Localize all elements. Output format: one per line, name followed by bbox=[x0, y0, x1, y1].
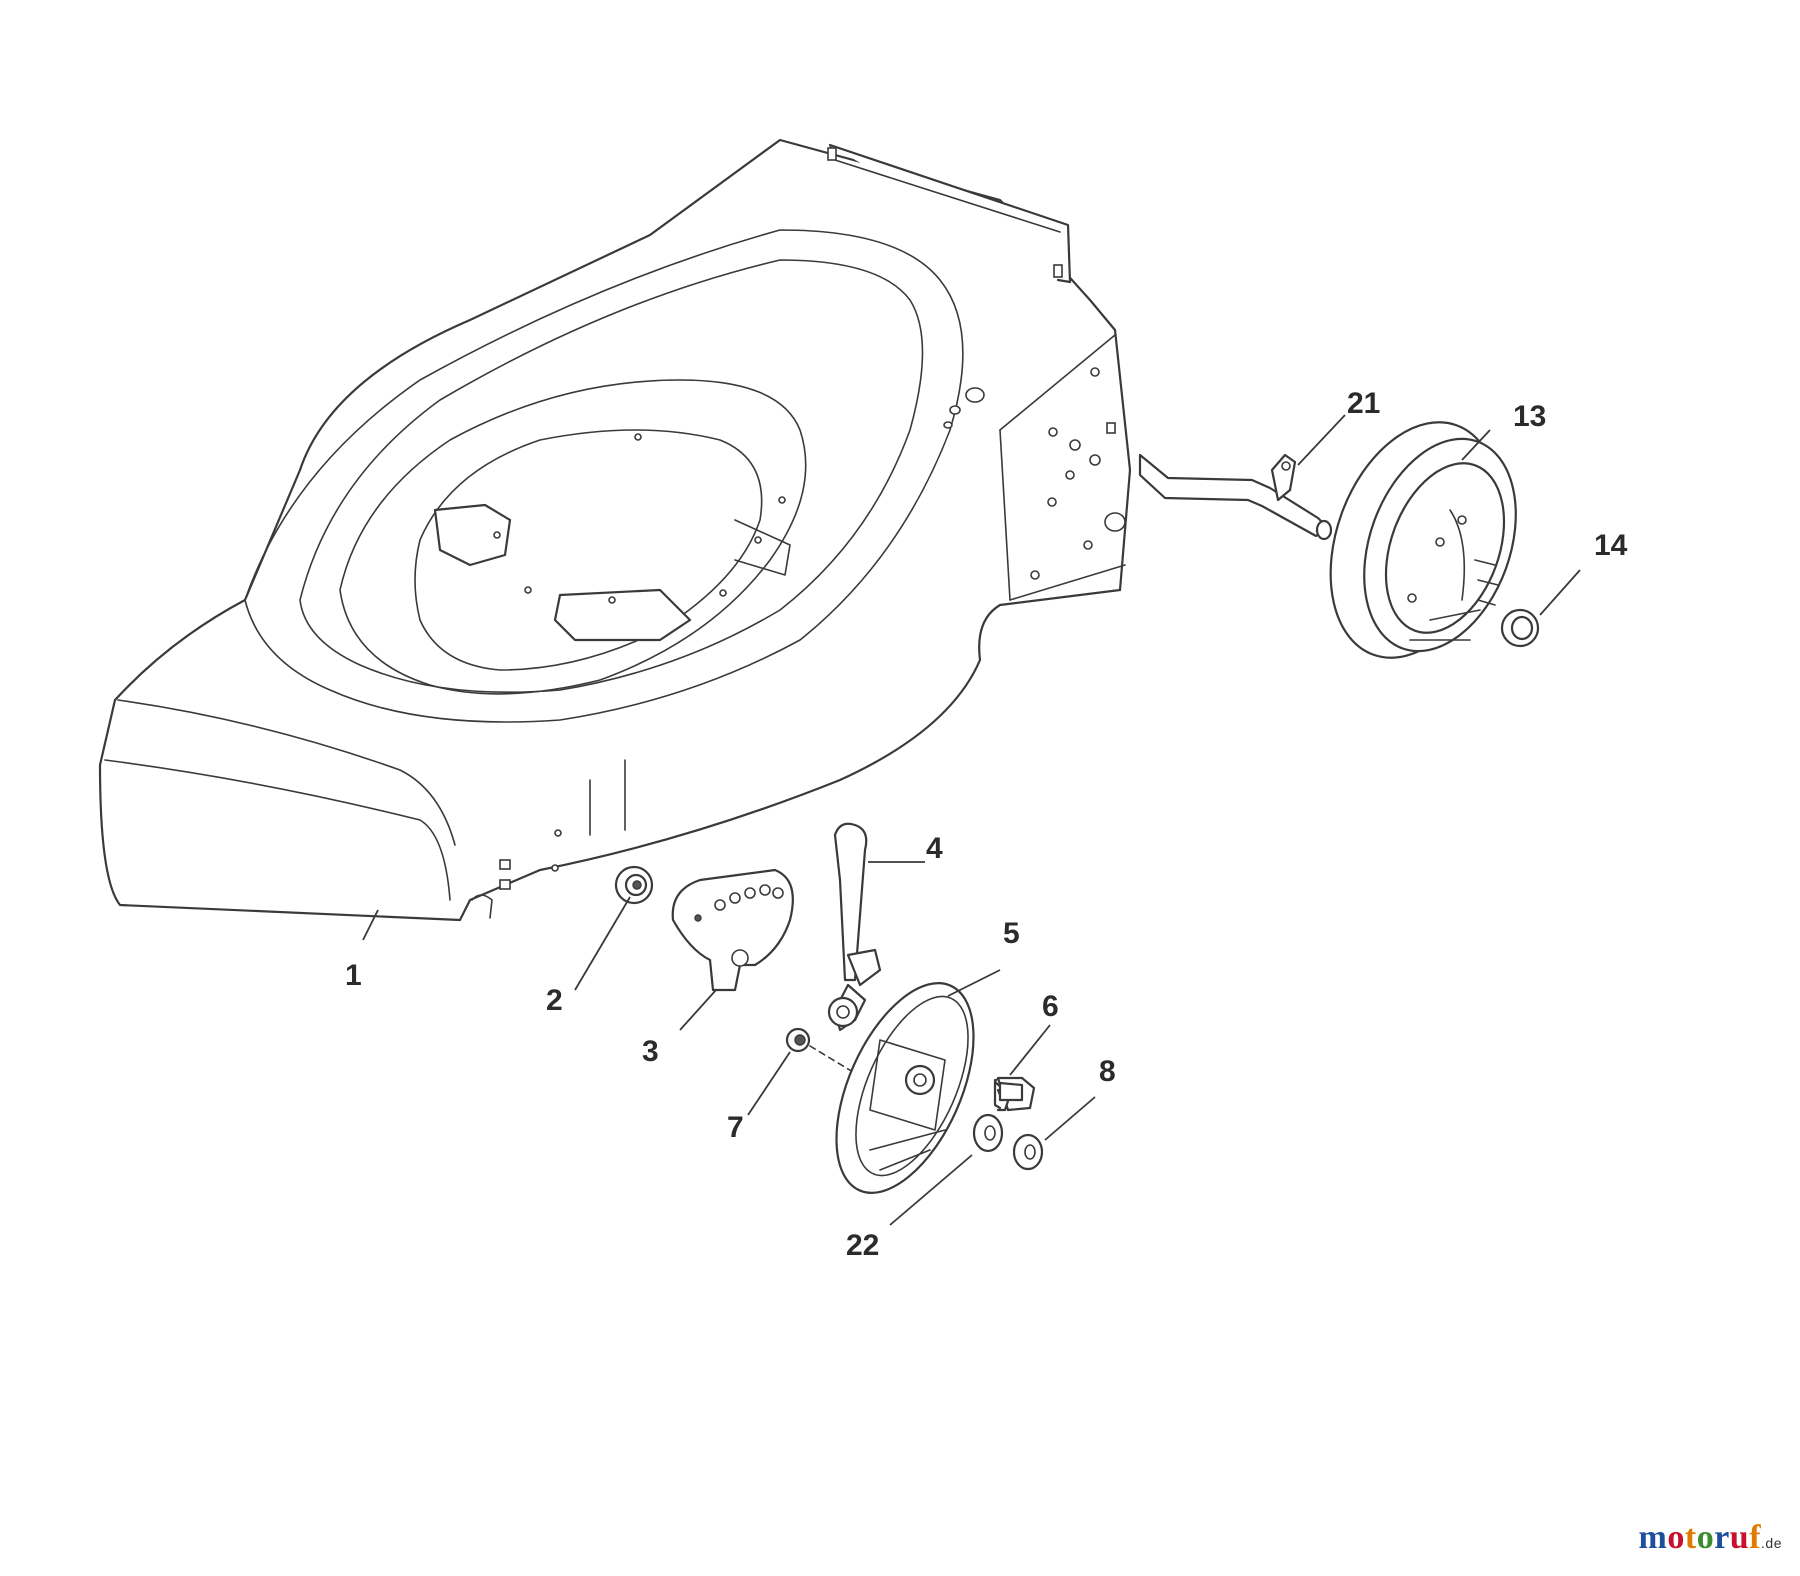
watermark-letter-r: r bbox=[1714, 1519, 1730, 1556]
leader-6 bbox=[1009, 1024, 1051, 1076]
rear-wheel bbox=[1329, 421, 1517, 659]
leader-8 bbox=[1044, 1096, 1096, 1141]
watermark-suffix: .de bbox=[1761, 1535, 1782, 1551]
leader-2 bbox=[574, 896, 631, 991]
leader-3 bbox=[679, 989, 717, 1031]
callout-labels: 1 2 3 4 5 6 7 8 13 14 21 22 bbox=[345, 387, 1628, 1262]
assembly-line bbox=[809, 1045, 859, 1076]
leader-21 bbox=[1297, 414, 1346, 466]
height-adjust-plate bbox=[671, 868, 794, 992]
front-wheel bbox=[835, 982, 975, 1194]
callout-21: 21 bbox=[1347, 387, 1380, 420]
height-adjust-lever bbox=[827, 822, 882, 1032]
callout-7: 7 bbox=[727, 1111, 744, 1144]
nut bbox=[614, 865, 654, 905]
callout-3: 3 bbox=[642, 1035, 659, 1068]
rear-axle-bracket bbox=[1138, 453, 1333, 541]
callout-6: 6 bbox=[1042, 990, 1059, 1023]
callout-14: 14 bbox=[1594, 529, 1628, 562]
watermark-letter-m: m bbox=[1638, 1519, 1668, 1556]
callout-4: 4 bbox=[926, 832, 943, 865]
callout-2: 2 bbox=[546, 984, 563, 1017]
leader-13 bbox=[1461, 429, 1491, 461]
callout-8: 8 bbox=[1099, 1055, 1116, 1088]
leader-lines bbox=[362, 414, 1581, 1226]
watermark-letter-o1: o bbox=[1667, 1519, 1685, 1556]
leader-1 bbox=[362, 909, 379, 941]
watermark-letter-u: u bbox=[1729, 1519, 1750, 1556]
watermark-logo: motoruf.de bbox=[1639, 1519, 1782, 1557]
leader-7 bbox=[747, 1051, 791, 1116]
callout-22: 22 bbox=[846, 1229, 879, 1262]
watermark-letter-f: f bbox=[1749, 1519, 1762, 1556]
small-nut bbox=[785, 1027, 811, 1053]
watermark-letter-o2: o bbox=[1696, 1519, 1715, 1556]
callout-1: 1 bbox=[345, 959, 362, 992]
washer-large bbox=[972, 1113, 1004, 1153]
leader-14 bbox=[1539, 569, 1581, 616]
watermark-letter-t: t bbox=[1684, 1519, 1697, 1556]
leader-22 bbox=[889, 1154, 973, 1226]
mower-deck-housing bbox=[98, 138, 1132, 922]
callout-5: 5 bbox=[1003, 917, 1020, 950]
wheel-cap bbox=[1500, 608, 1540, 648]
wheel-bolt bbox=[993, 1076, 1036, 1112]
callout-13: 13 bbox=[1513, 400, 1546, 433]
washer-small bbox=[1012, 1133, 1044, 1171]
leader-5 bbox=[947, 969, 1001, 997]
